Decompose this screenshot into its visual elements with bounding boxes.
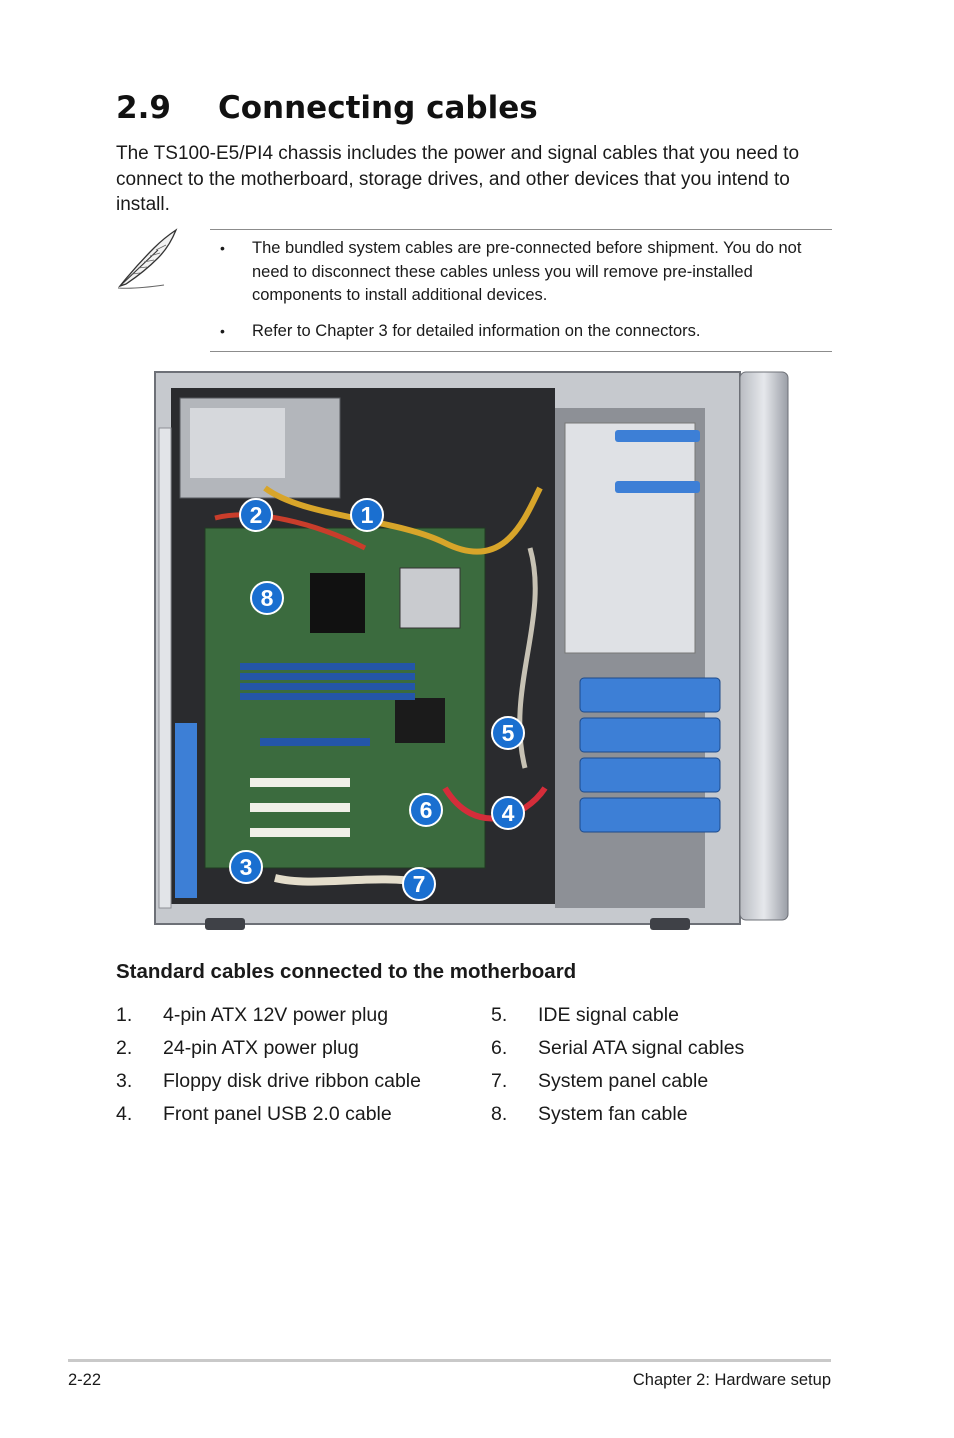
item-text: IDE signal cable <box>538 1004 679 1026</box>
hdd-tray <box>579 717 721 753</box>
note-bottom-rule <box>210 351 832 352</box>
note-item: • Refer to Chapter 3 for detailed inform… <box>220 320 820 344</box>
pci-slot <box>250 778 350 787</box>
section-number: 2.9 <box>116 90 171 126</box>
pcie-slot <box>260 738 370 746</box>
note-item: • The bundled system cables are pre-conn… <box>220 237 820 308</box>
item-text: System panel cable <box>538 1070 709 1092</box>
footer-rule <box>68 1359 831 1362</box>
dimm-slot <box>240 683 415 690</box>
hdd-tray <box>579 797 721 833</box>
bullet-icon: • <box>220 323 225 339</box>
callout-5: 5 <box>491 716 525 750</box>
callout-label: 4 <box>502 800 515 826</box>
callout-6: 6 <box>409 793 443 827</box>
pci-slot <box>250 828 350 837</box>
item-number: 5. <box>491 1004 508 1026</box>
callout-label: 3 <box>240 854 253 880</box>
item-text: Serial ATA signal cables <box>538 1037 745 1059</box>
callout-label: 7 <box>413 871 426 897</box>
item-text: 24-pin ATX power plug <box>163 1037 359 1059</box>
slot-covers <box>175 723 197 898</box>
callout-label: 8 <box>261 585 274 611</box>
item-text: System fan cable <box>538 1103 688 1125</box>
item-number: 4. <box>116 1103 133 1125</box>
item-number: 3. <box>116 1070 133 1092</box>
item-text: Floppy disk drive ribbon cable <box>163 1070 421 1092</box>
item-number: 1. <box>116 1004 133 1026</box>
chapter-title: Chapter 2: Hardware setup <box>632 1371 831 1389</box>
chassis-interior-figure: 1 2 3 4 5 6 7 8 <box>154 371 789 930</box>
list-heading: Standard cables connected to the motherb… <box>116 960 577 983</box>
callout-4: 4 <box>491 796 525 830</box>
page-number: 2-22 <box>68 1371 102 1389</box>
foot <box>650 918 690 930</box>
item-number: 6. <box>491 1037 508 1059</box>
hdd-tray <box>579 677 721 713</box>
note-text: Refer to Chapter 3 for detailed informat… <box>252 322 701 340</box>
callout-2: 2 <box>239 498 273 532</box>
callout-8: 8 <box>250 581 284 615</box>
pci-slot <box>250 803 350 812</box>
note-top-rule <box>210 229 832 230</box>
chipset-heatsink <box>395 698 445 743</box>
section-title: Connecting cables <box>218 90 538 126</box>
callout-1: 1 <box>350 498 384 532</box>
callout-label: 1 <box>361 502 374 528</box>
power-cable <box>263 485 543 555</box>
callout-label: 6 <box>420 797 433 823</box>
cpu-socket <box>399 567 461 629</box>
section-heading: 2.9 Connecting cables <box>116 90 538 126</box>
hdd-tray <box>579 757 721 793</box>
bullet-icon: • <box>220 240 225 256</box>
psu-label <box>190 408 285 478</box>
callout-label: 5 <box>502 720 515 746</box>
front-bezel <box>739 371 789 921</box>
power-cable <box>214 512 367 551</box>
foot <box>205 918 245 930</box>
optical-drive-bays <box>564 422 696 654</box>
dimm-slot <box>240 693 415 700</box>
item-text: Front panel USB 2.0 cable <box>163 1103 392 1125</box>
rear-io-strip <box>158 427 172 909</box>
dimm-slot <box>240 663 415 670</box>
callout-label: 2 <box>250 502 263 528</box>
item-number: 7. <box>491 1070 508 1092</box>
item-number: 2. <box>116 1037 133 1059</box>
intro-paragraph: The TS100-E5/PI4 chassis includes the po… <box>116 143 800 215</box>
feather-pen-icon <box>117 228 178 289</box>
dimm-slot <box>240 673 415 680</box>
item-text: 4-pin ATX 12V power plug <box>163 1004 389 1026</box>
drive-rail-clip <box>615 430 700 442</box>
note-text: The bundled system cables are pre-connec… <box>252 239 802 304</box>
callout-3: 3 <box>229 850 263 884</box>
item-number: 8. <box>491 1103 508 1125</box>
callout-7: 7 <box>402 867 436 901</box>
heatsink <box>310 573 365 633</box>
drive-rail-clip <box>615 481 700 493</box>
